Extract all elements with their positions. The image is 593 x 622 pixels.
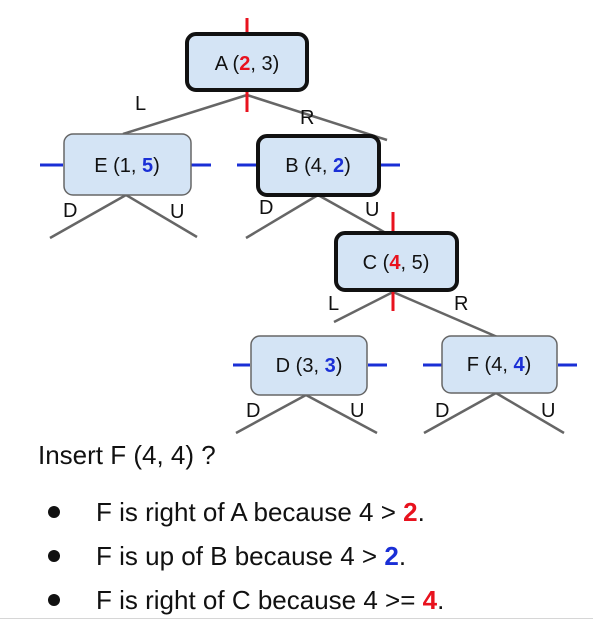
edge-label-f-down: D [435,400,449,422]
edge-label-e-down: D [63,200,77,222]
bullet-end: . [437,585,445,615]
node-f-box [441,335,558,394]
edge-label-d-down: D [246,400,260,422]
bullet-icon [48,550,60,563]
edge-c-right [392,290,503,341]
edge-label-b-up: U [365,199,379,221]
node-e: E (1, 5) [63,133,192,196]
node-a-box [185,32,309,92]
y-split-markers [40,163,577,367]
list-item: F is up of B because 4 > 2. [48,534,444,578]
bullet-end: . [417,497,425,527]
edge-c-left [333,290,394,324]
node-d-label: D (3, 3) [276,355,343,377]
bullet-value: 4 [422,585,438,615]
edge-f-up [495,391,565,435]
edge-a-right [246,93,388,142]
edge-d-down [235,393,307,435]
kd-tree-diagram: A (2, 3) E (1, 5) B (4, 2) C (4, 5) D (3… [40,18,577,435]
edge-b-down [245,193,319,240]
edge-label-f-up: U [541,400,555,422]
explanation-list: F is right of A because 4 > 2. F is up o… [48,490,444,622]
bullet-icon [48,594,60,607]
edge-e-up [125,193,198,239]
node-f-label: F (4, 4) [467,354,531,376]
bullet-text: F is right of A because 4 > [96,497,404,527]
edge-label-a-right: R [300,107,314,129]
edge-label-d-up: U [350,400,364,422]
node-c-box [334,231,459,292]
edge-e-down [49,193,127,240]
bullet-text: F is up of B because 4 > [96,541,385,571]
node-e-box [63,133,192,196]
edge-b-up [317,193,394,239]
node-c-label: C (4, 5) [363,252,430,274]
bullet-icon [48,506,60,519]
edge-d-up [305,393,378,435]
edge-label-c-right: R [454,293,468,315]
edge-label-b-down: D [259,197,273,219]
edge-label-a-left: L [135,93,146,115]
insert-question: Insert F (4, 4) ? [38,440,216,470]
bullet-value: 2 [403,497,418,527]
node-b-box [256,134,381,197]
list-item: F is right of A because 4 > 2. [48,490,444,534]
tree-edges [49,93,565,435]
node-a: A (2, 3) [185,32,309,92]
node-b-label: B (4, 2) [285,155,351,177]
node-d-box [250,335,368,396]
node-a-label: A (2, 3) [215,53,280,75]
bullet-value: 2 [384,541,399,571]
node-c: C (4, 5) [334,231,459,292]
edge-f-down [423,391,497,435]
node-b: B (4, 2) [256,134,381,197]
bullet-text: F is right of C because 4 >= [96,585,423,615]
list-item: F is right of C because 4 >= 4. [48,578,444,622]
edge-label-c-left: L [328,293,339,315]
node-f: F (4, 4) [441,335,558,394]
node-d: D (3, 3) [250,335,368,396]
edge-a-left [122,93,248,136]
x-split-markers [245,18,395,311]
node-e-label: E (1, 5) [94,155,160,177]
bullet-end: . [398,541,407,571]
edge-label-e-up: U [170,201,184,223]
